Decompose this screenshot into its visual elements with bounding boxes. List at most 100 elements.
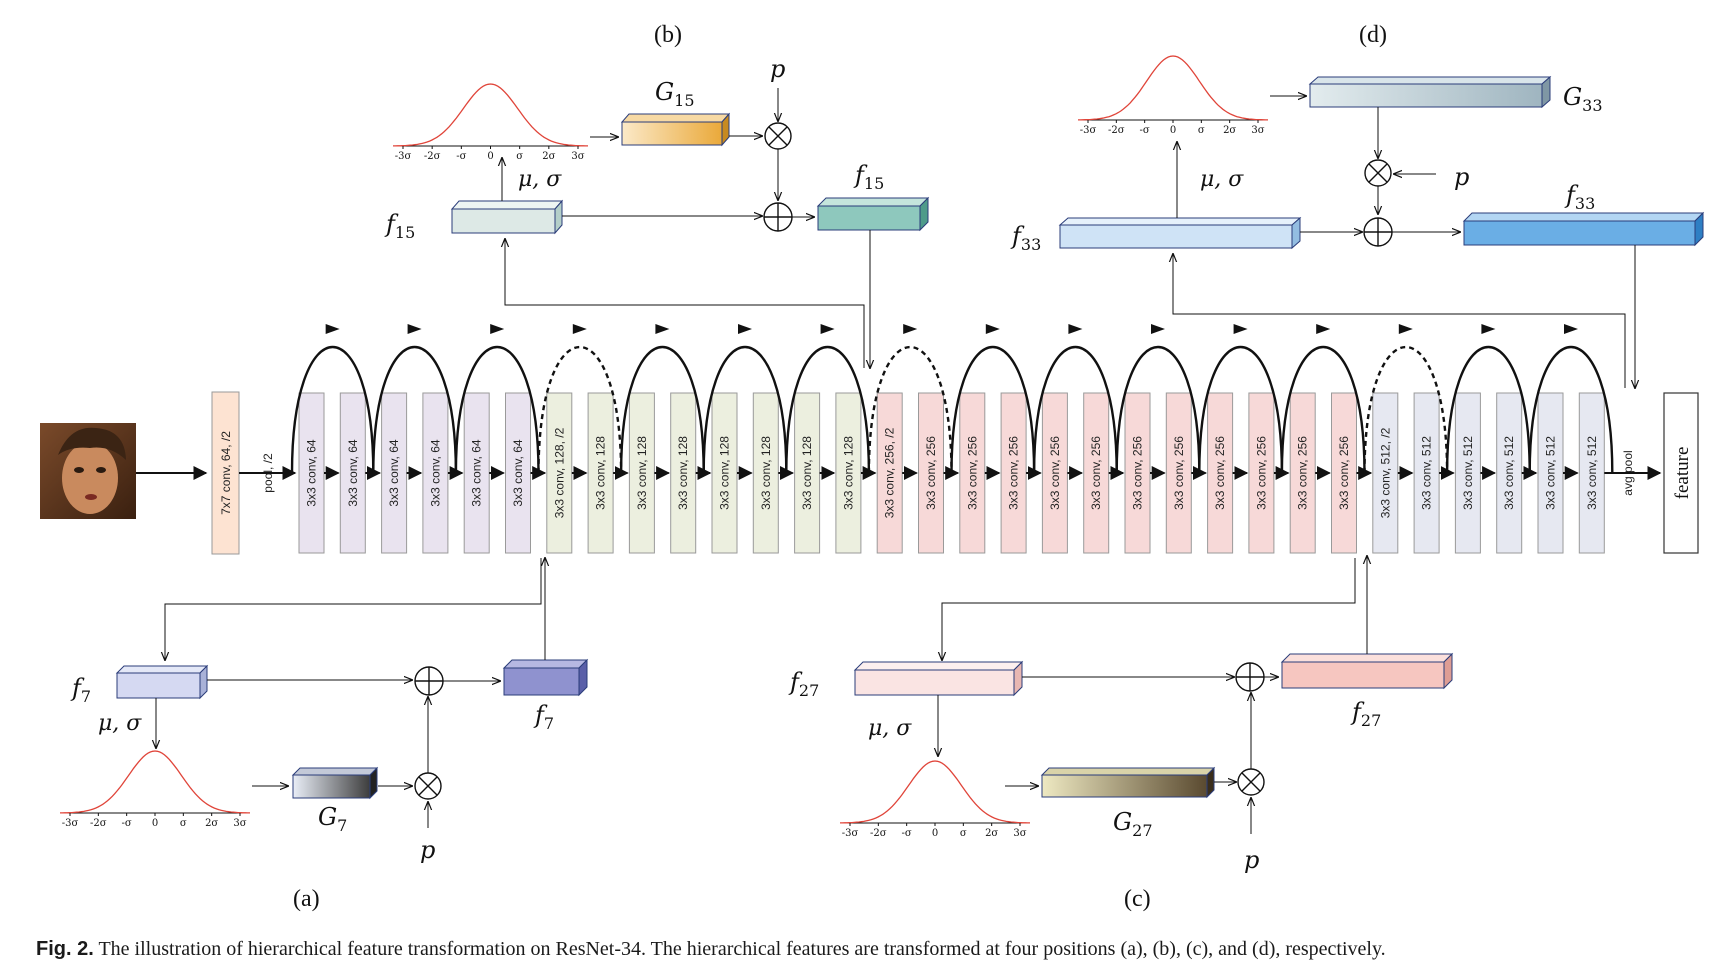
p-label-d: p	[1454, 163, 1469, 191]
mu-sigma-a: μ, σ	[98, 711, 142, 736]
tick-label: 2σ	[1223, 125, 1236, 136]
f33-output-label: f33	[1564, 181, 1595, 213]
conv-layer: 3x3 conv, 256	[1207, 392, 1234, 554]
tick-label: -3σ	[395, 151, 412, 162]
identity-shortcut	[1032, 346, 1118, 474]
conv-layer: 3x3 conv, 64	[422, 392, 449, 554]
tick-label: σ	[1198, 125, 1205, 136]
identity-shortcut	[702, 346, 788, 474]
conv-layer-label: 3x3 conv, 64	[511, 439, 525, 506]
sum-node-d	[1363, 217, 1393, 247]
p-label-b: p	[770, 55, 785, 83]
conv-layer: 3x3 conv, 64	[298, 392, 325, 554]
conv-layer: 3x3 conv, 64	[381, 392, 408, 554]
sum-node-a	[414, 666, 444, 696]
f27-output-box	[1280, 652, 1454, 690]
tick-label: -σ	[456, 151, 466, 162]
projection-shortcut	[537, 346, 623, 474]
conv-layer-label: 3x3 conv, 512	[1420, 436, 1434, 510]
conv-layer: 3x3 conv, 512	[1496, 392, 1523, 554]
identity-shortcut	[1528, 346, 1614, 474]
G7-box	[291, 766, 379, 800]
identity-shortcut	[950, 346, 1036, 474]
conv-layer: 3x3 conv, 512	[1537, 392, 1564, 554]
conv-layer-label: 3x3 conv, 64	[387, 439, 401, 506]
shortcut-arrowhead	[572, 324, 587, 334]
conv-layer-label: 3x3 conv, 128	[676, 436, 690, 510]
tick-label: -σ	[122, 818, 132, 829]
conv-layer: 3x3 conv, 256	[1000, 392, 1027, 554]
G27-label: G27	[1113, 808, 1153, 840]
shortcut-arrowhead	[1151, 324, 1165, 334]
conv-layer-label: 3x3 conv, 128	[841, 436, 855, 510]
f15-input-label: f15	[384, 210, 415, 242]
conv-layer-label: 3x3 conv, 128	[635, 436, 649, 510]
tick-label: -2σ	[1108, 125, 1125, 136]
identity-shortcut	[372, 346, 458, 474]
mu-sigma-c: μ, σ	[868, 716, 912, 741]
conv-layer: 3x3 conv, 512, /2	[1372, 392, 1399, 554]
tick-label: -σ	[902, 828, 912, 839]
shortcut-arrowhead	[738, 324, 752, 334]
conv-layer-label: 3x3 conv, 128	[718, 436, 732, 510]
tick-label: 0	[152, 818, 158, 829]
G33-box	[1308, 75, 1552, 109]
conv-layer: 3x3 conv, 512	[1413, 392, 1440, 554]
panel-label-a: (a)	[293, 886, 320, 912]
sum-node-c	[1235, 662, 1265, 692]
conv-layer: 3x3 conv, 128	[794, 392, 821, 554]
conv-layer: 3x3 conv, 256	[959, 392, 986, 554]
conv-layer-label: 3x3 conv, 256	[924, 436, 938, 510]
p-label-a: p	[420, 836, 435, 864]
shortcut-arrowhead	[655, 324, 670, 334]
conv-layer: 3x3 conv, 256	[1289, 392, 1316, 554]
mul-node-c	[1237, 768, 1265, 796]
conv-layer: 3x3 conv, 256	[918, 392, 944, 554]
tick-label: σ	[180, 818, 187, 829]
f15-input-box	[450, 199, 564, 235]
shortcut-arrowhead	[985, 324, 1000, 334]
conv-layer-label: 3x3 conv, 256	[965, 436, 979, 510]
conv-layer: 3x3 conv, 512	[1454, 392, 1481, 554]
caption-text: The illustration of hierarchical feature…	[98, 938, 1386, 960]
identity-shortcut	[1115, 346, 1201, 474]
identity-shortcut	[1280, 346, 1366, 474]
conv-layer-label: 3x3 conv, 256	[1337, 436, 1351, 510]
shortcut-arrowhead	[1481, 324, 1496, 334]
identity-shortcut	[290, 346, 375, 474]
gaussian-path	[1078, 55, 1268, 121]
conv-layer-label: 3x3 conv, 128	[594, 436, 608, 510]
panel-label-c: (c)	[1124, 886, 1151, 912]
conv-layer-label: 3x3 conv, 64	[346, 439, 360, 506]
identity-shortcut	[1198, 346, 1284, 474]
shortcut-arrowhead	[1233, 324, 1248, 334]
identity-shortcut	[1445, 346, 1531, 474]
mu-sigma-b: μ, σ	[518, 167, 562, 192]
conv-layer: 3x3 conv, 256	[1248, 392, 1275, 554]
mul-node-b	[764, 122, 792, 150]
shortcut-arrowhead	[903, 324, 918, 334]
G7-label: G7	[318, 803, 347, 835]
tick-label: 2σ	[985, 828, 998, 839]
tick-label: 0	[932, 828, 938, 839]
figure-caption: Fig. 2. The illustration of hierarchical…	[36, 938, 1696, 961]
shortcut-arrowhead	[820, 324, 835, 334]
conv-layer-label: 3x3 conv, 512, /2	[1378, 427, 1392, 518]
shortcut-arrowhead	[1398, 324, 1413, 334]
f27-input-label: f27	[788, 668, 819, 700]
conv-layer: 3x3 conv, 128	[587, 392, 614, 554]
conv-layer-label: 3x3 conv, 512	[1502, 436, 1516, 510]
f7-output-label: f7	[533, 701, 554, 733]
G27-box	[1040, 766, 1216, 799]
skip-connections	[290, 324, 1614, 474]
feature-label: feature	[1672, 447, 1693, 500]
tick-label: -2σ	[870, 828, 887, 839]
conv-layer: 3x3 conv, 64	[505, 392, 531, 554]
tick-label: -3σ	[1080, 125, 1097, 136]
